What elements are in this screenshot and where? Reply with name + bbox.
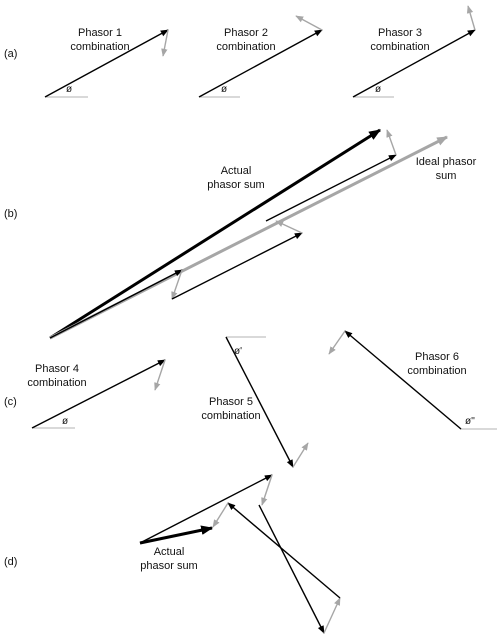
phasor-6-error-vector [328, 330, 346, 355]
phasor-2-label-line2: combination [216, 41, 275, 53]
phasor-6-combination: ø'' Phasor 6 combination [328, 330, 497, 430]
phasor-2-combination: ø Phasor 2 combination [198, 15, 323, 98]
d-phasor-4-error [261, 474, 273, 506]
phasor-1-error-vector [161, 29, 169, 57]
component-error-1 [171, 269, 183, 300]
phasor-2-main-vector [198, 29, 323, 98]
ideal-phasor-sum-label-line1: Ideal phasor [416, 156, 477, 168]
d-actual-phasor-sum-label-line2: phasor sum [140, 560, 197, 572]
d-phasor-5-vector [258, 504, 325, 634]
actual-phasor-sum-vector [49, 128, 382, 340]
ideal-phasor-sum-label-line2: sum [436, 170, 457, 182]
phasor-6-label-line1: Phasor 6 [415, 351, 459, 363]
d-phasor-6-error [212, 502, 229, 528]
actual-phasor-sum-label-line1: Actual [221, 165, 252, 177]
phasor-5-main-vector [225, 336, 294, 468]
phasor-3-label-line2: combination [370, 41, 429, 53]
phasor-4-combination: ø Phasor 4 combination [27, 359, 166, 429]
panel-d: (d) Actual phasor sum [4, 474, 341, 634]
phasor-3-main-vector [352, 29, 476, 98]
phasor-5-label-line1: Phasor 5 [209, 396, 253, 408]
phasor-1-label-line2: combination [70, 41, 129, 53]
actual-phasor-sum-label-line2: phasor sum [207, 179, 264, 191]
phasor-4-error-vector [154, 359, 166, 391]
phasor-5-angle-label: ø' [234, 346, 242, 357]
phasor-4-angle-label: ø [62, 416, 68, 427]
d-phasor-6-vector [227, 502, 341, 599]
phasor-3-error-vector [466, 5, 476, 31]
d-actual-phasor-sum-label-line1: Actual [154, 546, 185, 558]
panel-b-label: (b) [4, 208, 17, 220]
d-actual-phasor-sum-vector [139, 525, 214, 545]
panel-a: (a) ø Phasor 1 combination ø Phasor 2 co… [4, 5, 476, 98]
component-vector-1 [49, 269, 183, 339]
phasor-6-angle-label: ø'' [465, 416, 475, 427]
phasor-5-label-line2: combination [201, 410, 260, 422]
component-vector-3 [265, 154, 397, 222]
phasor-1-label-line1: Phasor 1 [78, 27, 122, 39]
phasor-4-main-vector [31, 359, 166, 429]
component-vector-2 [171, 232, 303, 300]
phasor-4-label-line1: Phasor 4 [35, 363, 79, 375]
panel-c-label: (c) [4, 396, 17, 408]
phasor-2-error-vector [295, 15, 323, 31]
phasor-6-label-line2: combination [407, 365, 466, 377]
phasor-5-error-vector [292, 442, 309, 468]
phasor-1-main-vector [44, 29, 169, 98]
phasor-3-angle-label: ø [375, 84, 381, 95]
phasor-3-label-line1: Phasor 3 [378, 27, 422, 39]
d-phasor-5-error [323, 597, 341, 634]
component-error-2 [275, 220, 303, 234]
panel-d-label: (d) [4, 556, 17, 568]
phasor-2-angle-label: ø [221, 84, 227, 95]
phasor-1-combination: ø Phasor 1 combination [44, 27, 169, 98]
phasor-2-label-line1: Phasor 2 [224, 27, 268, 39]
phasor-6-main-vector [344, 330, 462, 430]
d-phasor-4-vector [139, 474, 273, 544]
component-error-3 [386, 129, 397, 156]
panel-a-label: (a) [4, 48, 17, 60]
phasor-1-angle-label: ø [66, 84, 72, 95]
panel-b: (b) Actual phasor sum Ideal phasor sum [4, 128, 477, 340]
phasor-5-combination: ø' Phasor 5 combination [201, 336, 309, 468]
phasor-3-combination: ø Phasor 3 combination [352, 5, 476, 98]
panel-c: (c) ø Phasor 4 combination ø' Phasor 5 c… [4, 330, 497, 468]
phasor-4-label-line2: combination [27, 377, 86, 389]
